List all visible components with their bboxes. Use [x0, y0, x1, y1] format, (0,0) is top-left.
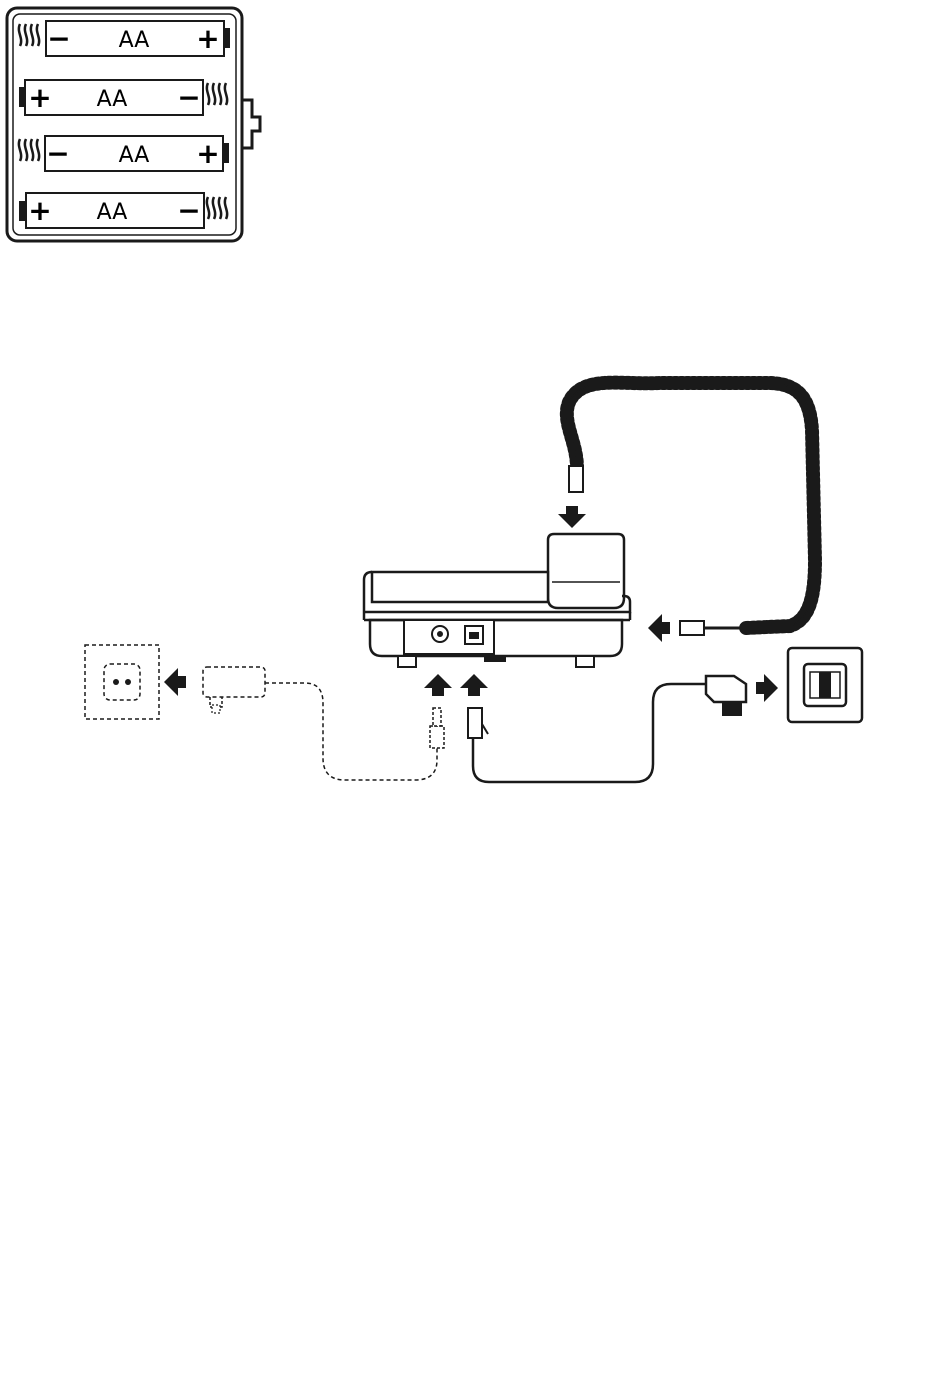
power-outlet	[85, 645, 159, 719]
arrow-up-icon	[460, 674, 488, 696]
spring-contact-icon	[19, 139, 39, 161]
battery-cell-4: + AA −	[19, 193, 227, 228]
spring-contact-icon	[19, 24, 39, 46]
battery-cell-3: − AA +	[19, 136, 229, 171]
cell-4-right-sign: −	[177, 194, 200, 227]
battery-cell-1: − AA +	[19, 21, 230, 56]
cell-4-label: AA	[97, 200, 128, 225]
arrow-left-icon	[164, 668, 186, 696]
spring-contact-icon	[207, 197, 227, 219]
dc-plug	[430, 726, 444, 748]
terminal-contact-icon	[223, 143, 229, 163]
battery-pack-tab	[242, 100, 260, 148]
cell-3-label: AA	[119, 143, 150, 168]
cell-2-left-sign: +	[28, 81, 51, 114]
cell-1-right-sign: +	[196, 22, 219, 55]
line-cord-plug	[468, 708, 482, 738]
telephone-wall-jack	[788, 648, 862, 722]
cell-3-right-sign: +	[196, 137, 219, 170]
cell-1-label: AA	[119, 28, 150, 53]
arrow-right-icon	[756, 674, 778, 702]
cell-2-right-sign: −	[177, 81, 200, 114]
power-adapter	[203, 667, 444, 780]
terminal-contact-icon	[19, 201, 25, 221]
wall-jack-adapter	[706, 676, 746, 702]
cell-4-left-sign: +	[28, 194, 51, 227]
arrow-down-icon	[558, 506, 586, 528]
handset	[548, 534, 624, 608]
cell-3-left-sign: −	[46, 137, 69, 170]
telephone-line-cord	[468, 676, 746, 782]
cell-2-label: AA	[97, 87, 128, 112]
spring-contact-icon	[207, 83, 227, 105]
handset-cord-plug-top	[569, 466, 583, 492]
telephone-base	[364, 534, 630, 667]
battery-pack: − AA + + AA − − AA +	[7, 8, 260, 241]
handset-cord-plug-side	[680, 621, 704, 635]
arrow-left-icon	[648, 614, 670, 642]
arrow-up-icon	[424, 674, 452, 696]
terminal-contact-icon	[224, 28, 230, 48]
battery-cell-2: + AA −	[19, 80, 227, 115]
cell-1-left-sign: −	[47, 22, 70, 55]
